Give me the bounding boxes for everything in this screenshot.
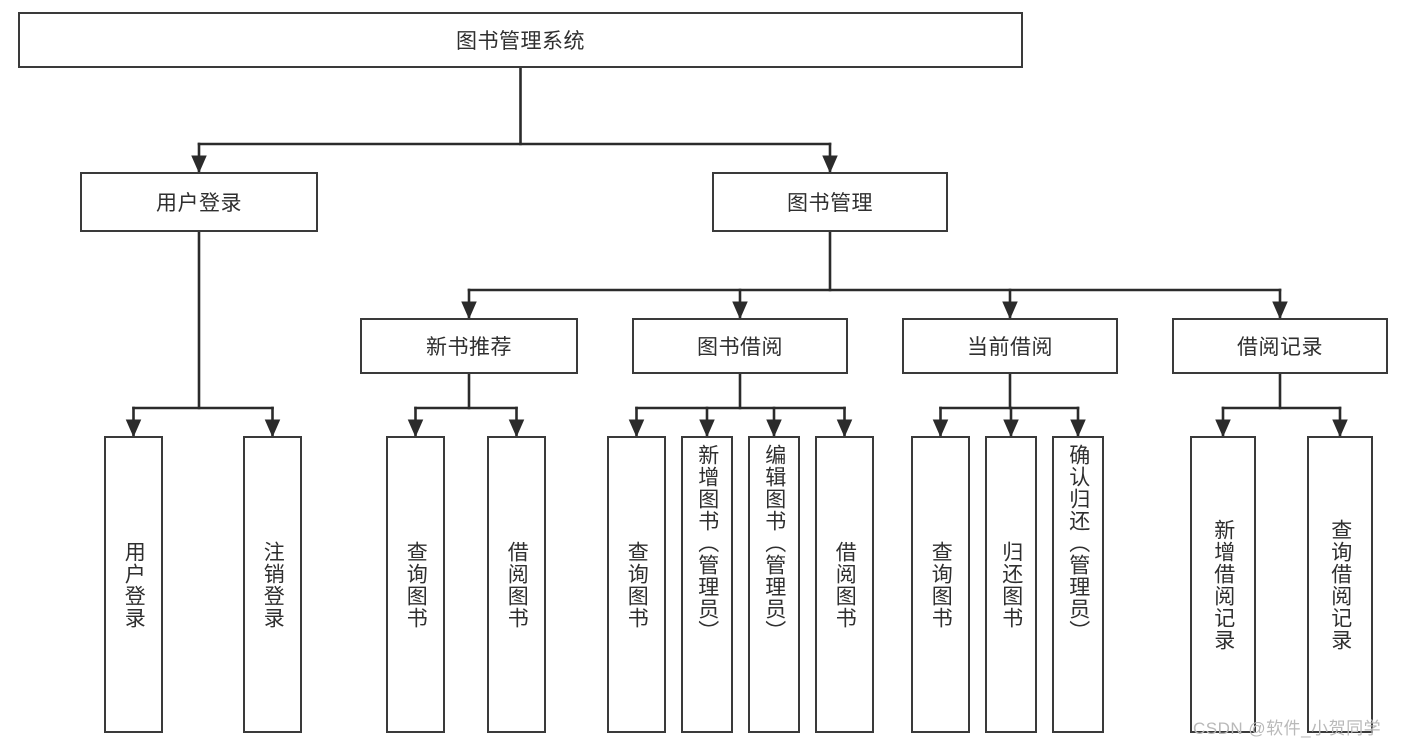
- arrowhead-book-manage: [822, 155, 838, 174]
- arrowhead-current-borrow: [1002, 301, 1018, 320]
- arrowhead-leaf-user-login: [125, 419, 142, 438]
- arrowhead-leaf-add-record: [1215, 419, 1231, 438]
- node-label: 用户登录: [156, 192, 242, 215]
- node-label: 新增借阅记录: [1211, 518, 1235, 651]
- arrowhead-leaf-query-book-1: [407, 419, 424, 438]
- node-label: 借阅图书: [833, 540, 857, 629]
- arrowhead-user-login: [191, 155, 207, 174]
- node-label: 借阅图书: [505, 540, 529, 629]
- node-current-borrow[interactable]: 当前借阅: [902, 318, 1118, 374]
- arrowhead-borrow-record: [1272, 301, 1288, 320]
- node-label: 查询图书: [404, 540, 428, 629]
- node-label: 新书推荐: [426, 336, 512, 359]
- node-label: 查询图书: [625, 540, 649, 629]
- arrowhead-leaf-query-record: [1332, 419, 1348, 438]
- arrowhead-leaf-add-book: [699, 419, 715, 438]
- node-label: 新增图书（管理员）: [695, 444, 719, 642]
- node-label: 图书借阅: [697, 336, 783, 359]
- node-label: 当前借阅: [967, 336, 1053, 359]
- node-label: 图书管理系统: [456, 30, 585, 53]
- node-leaf-confirm-return[interactable]: 确认归还（管理员）: [1052, 436, 1104, 733]
- arrowhead-leaf-logout: [264, 419, 281, 438]
- node-root[interactable]: 图书管理系统: [18, 12, 1023, 68]
- node-leaf-query-book-1[interactable]: 查询图书: [386, 436, 445, 733]
- node-label: 注销登录: [261, 540, 285, 629]
- node-leaf-add-book[interactable]: 新增图书（管理员）: [681, 436, 733, 733]
- watermark-label: CSDN @软件_小贺同学: [1193, 719, 1382, 738]
- node-label: 编辑图书（管理员）: [762, 444, 786, 642]
- node-label: 查询图书: [929, 540, 953, 629]
- node-label: 图书管理: [787, 192, 873, 215]
- arrowhead-leaf-return-book: [1003, 419, 1019, 438]
- arrowhead-leaf-borrow-book-2: [836, 419, 853, 438]
- arrowhead-leaf-edit-book: [766, 419, 782, 438]
- arrowhead-book-borrow: [732, 301, 748, 320]
- node-book-borrow[interactable]: 图书借阅: [632, 318, 848, 374]
- arrowhead-leaf-confirm-return: [1070, 419, 1086, 438]
- node-label: 确认归还（管理员）: [1066, 444, 1090, 642]
- node-leaf-borrow-book-2[interactable]: 借阅图书: [815, 436, 874, 733]
- arrowhead-new-book-rec: [461, 301, 477, 320]
- arrowhead-leaf-query-book-2: [628, 419, 645, 438]
- node-leaf-return-book[interactable]: 归还图书: [985, 436, 1037, 733]
- node-label: 归还图书: [999, 540, 1023, 629]
- node-leaf-query-book-2[interactable]: 查询图书: [607, 436, 666, 733]
- node-leaf-add-record[interactable]: 新增借阅记录: [1190, 436, 1256, 733]
- node-leaf-query-book-3[interactable]: 查询图书: [911, 436, 970, 733]
- node-leaf-edit-book[interactable]: 编辑图书（管理员）: [748, 436, 800, 733]
- node-book-manage[interactable]: 图书管理: [712, 172, 948, 232]
- node-new-book-rec[interactable]: 新书推荐: [360, 318, 578, 374]
- node-leaf-logout[interactable]: 注销登录: [243, 436, 302, 733]
- node-leaf-user-login[interactable]: 用户登录: [104, 436, 163, 733]
- node-label: 借阅记录: [1237, 336, 1323, 359]
- node-leaf-query-record[interactable]: 查询借阅记录: [1307, 436, 1373, 733]
- node-borrow-record[interactable]: 借阅记录: [1172, 318, 1388, 374]
- arrowhead-leaf-borrow-book-1: [508, 419, 525, 438]
- node-label: 用户登录: [122, 540, 146, 629]
- node-label: 查询借阅记录: [1328, 518, 1352, 651]
- node-user-login[interactable]: 用户登录: [80, 172, 318, 232]
- arrowhead-leaf-query-book-3: [932, 419, 949, 438]
- node-leaf-borrow-book-1[interactable]: 借阅图书: [487, 436, 546, 733]
